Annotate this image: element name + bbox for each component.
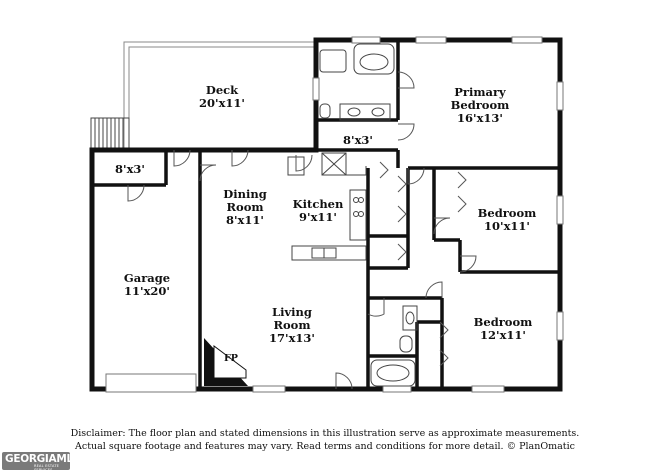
hall-label: 8'x3' bbox=[343, 133, 373, 147]
logo-tagline: REAL ESTATE SERVICES bbox=[34, 464, 60, 472]
door-swings bbox=[127, 71, 477, 390]
disclaimer-line-1: Disclaimer: The floor plan and stated di… bbox=[70, 428, 580, 439]
disclaimer-line-2: Actual square footage and features may v… bbox=[75, 441, 575, 452]
storage-label: 8'x3' bbox=[115, 162, 145, 176]
closet-doors bbox=[379, 161, 467, 367]
bath-fixtures bbox=[319, 43, 418, 387]
windows bbox=[105, 36, 564, 393]
deck-stairs bbox=[90, 117, 130, 149]
fireplace-label: FP bbox=[224, 353, 238, 364]
deck-outline bbox=[123, 41, 316, 150]
logo-text: GEORGIAMLS bbox=[5, 453, 81, 465]
disclaimer: Disclaimer: The floor plan and stated di… bbox=[15, 427, 635, 453]
fireplace-hearth bbox=[213, 345, 247, 379]
georgia-mls-logo: GEORGIAMLS REAL ESTATE SERVICES bbox=[2, 452, 80, 472]
kitchen-counters bbox=[287, 152, 367, 261]
